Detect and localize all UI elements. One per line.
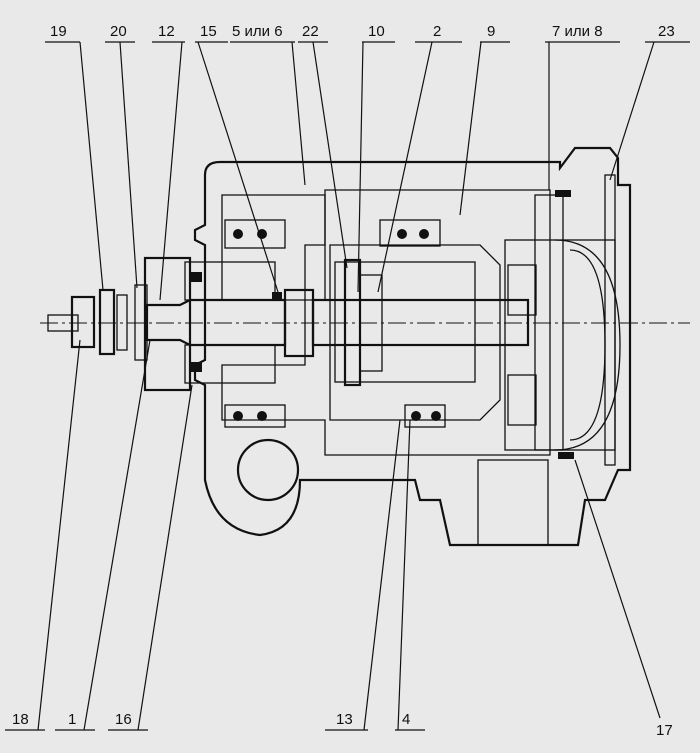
callout-12: 12 xyxy=(158,23,175,40)
callout-16: 16 xyxy=(115,711,132,728)
callout-7-or-8: 7 или 8 xyxy=(552,23,603,40)
callout-23: 23 xyxy=(658,23,675,40)
callout-20: 20 xyxy=(110,23,127,40)
callout-22: 22 xyxy=(302,23,319,40)
callouts-bottom: 18 1 16 13 4 17 xyxy=(5,339,673,739)
callout-17: 17 xyxy=(656,722,673,739)
seal-marks xyxy=(190,190,574,459)
callout-15: 15 xyxy=(200,23,217,40)
callout-5-or-6: 5 или 6 xyxy=(232,23,283,40)
callout-13: 13 xyxy=(336,711,353,728)
callouts-top: 19 20 12 15 5 или 6 22 10 2 9 7 или 8 23 xyxy=(45,23,690,301)
callout-4: 4 xyxy=(402,711,410,728)
callout-10: 10 xyxy=(368,23,385,40)
callout-18: 18 xyxy=(12,711,29,728)
callout-9: 9 xyxy=(487,23,495,40)
callout-19: 19 xyxy=(50,23,67,40)
callout-2: 2 xyxy=(433,23,441,40)
housing-body xyxy=(193,146,632,547)
callout-1: 1 xyxy=(68,711,76,728)
gland-nut xyxy=(143,256,276,392)
